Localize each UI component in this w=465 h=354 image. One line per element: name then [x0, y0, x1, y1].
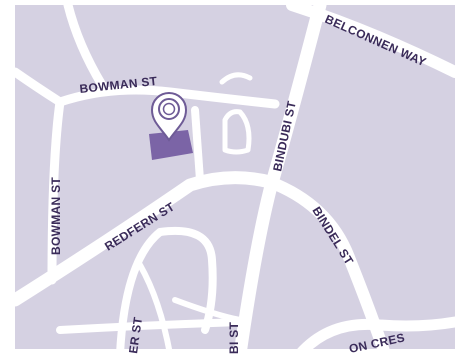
road-bindubi-st	[233, 0, 327, 354]
roads	[8, 0, 461, 354]
road-lower-right	[172, 297, 243, 323]
road-lower-mid	[137, 262, 173, 354]
road-belconnen-way	[286, 0, 461, 78]
location-pin-icon[interactable]	[150, 91, 188, 142]
road-bowman-st-north	[55, 85, 280, 109]
road-top-left	[63, 0, 107, 90]
label-er-st: ER ST	[126, 316, 145, 354]
road-loop-body	[222, 109, 252, 155]
road-far-left	[10, 67, 65, 107]
road-lower-bottom	[56, 318, 244, 334]
road-bowman-st-west	[47, 97, 65, 285]
road-connector	[191, 106, 204, 184]
road-redfern-st	[8, 171, 277, 307]
road-on-cres	[294, 316, 461, 354]
label-bindubi-st-south: BI ST	[227, 321, 241, 354]
road-loop	[219, 72, 253, 85]
road-lower-left	[116, 228, 164, 354]
highlighted-building[interactable]	[149, 130, 193, 160]
label-bowman-st-west: BOWMAN ST	[49, 177, 63, 255]
